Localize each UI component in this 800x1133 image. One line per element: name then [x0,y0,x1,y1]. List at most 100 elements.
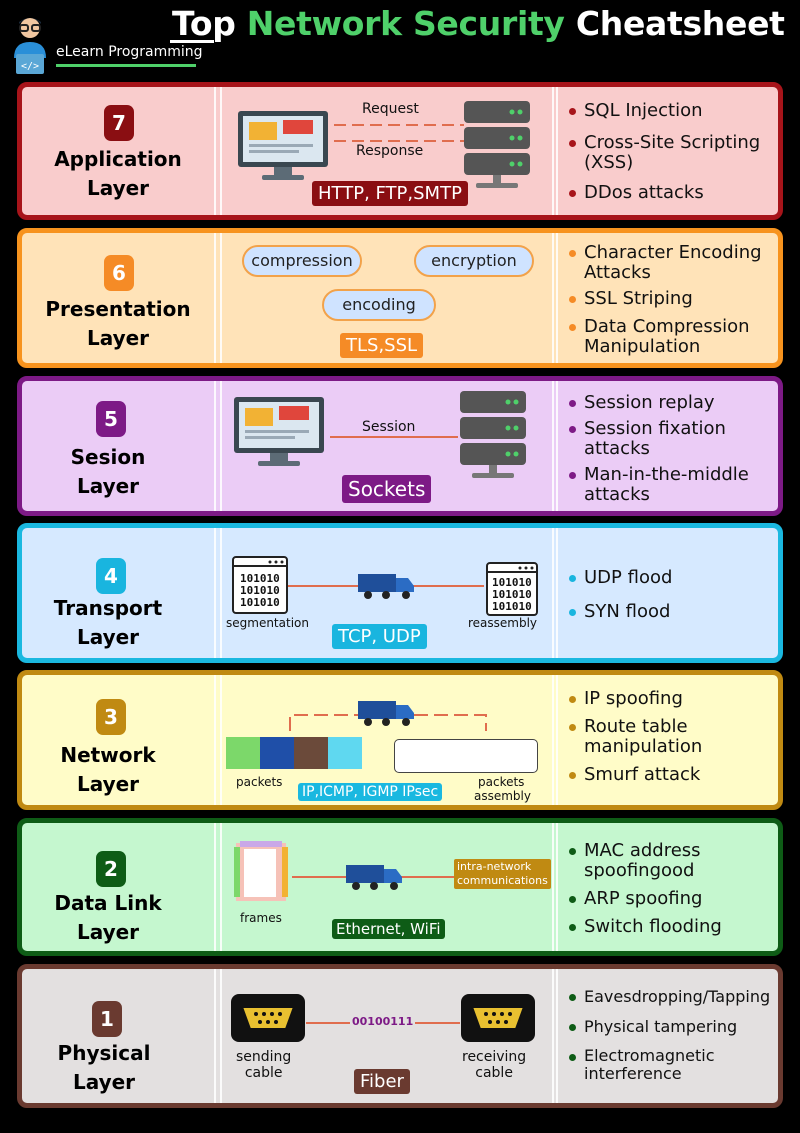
truck-icon [358,574,414,599]
risk-item: ARP spoofing [568,889,774,909]
reassembly-bits: 101010 [492,576,532,589]
layer-4-diagram: 101010 101010 101010 101010 101010 10101… [220,528,554,658]
layer-4-number-badge: 4 [96,558,126,594]
risk-item: Switch flooding [568,917,774,937]
layer-2-risks: MAC address spoofingood ARP spoofing Swi… [556,823,778,951]
monitor-icon [234,397,324,466]
truck-icon [346,865,402,890]
risk-item: IP spoofing [568,689,774,709]
segment-bits: 101010 [240,596,280,609]
response-line [334,140,464,142]
risk-item: Smurf attack [568,765,774,785]
layer-2-protocols: Ethernet, WiFi [332,919,445,939]
risk-item: Session fixation attacks [568,419,774,459]
request-line [334,124,464,126]
layer-1-risks: Eavesdropping/Tapping Physical tampering… [556,969,778,1103]
layer-6-risks: Character Encoding Attacks SSL Striping … [556,233,778,363]
server-icon [464,101,530,188]
layer-2-number-badge: 2 [96,851,126,887]
risk-item: SSL Striping [568,289,774,309]
serial-port-icon [461,994,535,1042]
layer-3-protocols: IP,ICMP, IGMP IPsec [298,783,443,801]
encryption-pill: encryption [414,245,534,277]
assembly-packets-label: packets [478,775,525,789]
session-line [330,436,458,438]
svg-text:</>: </> [21,61,39,72]
layer-3-number-badge: 3 [96,699,126,735]
layer-4-risks: UDP flood SYN flood [556,528,778,658]
reassembly-bits: 101010 [492,600,532,613]
layer-7-risks: SQL Injection Cross-Site Scripting (XSS)… [556,87,778,215]
layer-3-diagram: packets packets assembly IP,ICMP, IGMP I… [220,675,554,805]
layer-7-number-badge: 7 [104,105,134,141]
layer-6-diagram: compression encryption encoding TLS,SSL [220,233,554,363]
server-icon [460,391,526,478]
packets-label: packets [236,775,283,789]
risk-item: Data Compression Manipulation [568,317,774,357]
response-label: Response [356,143,424,159]
frames-label: frames [240,911,282,925]
serial-port-icon [231,994,305,1042]
reassembly-window-icon [486,562,538,616]
layer-7-protocols: HTTP, FTP,SMTP [312,181,468,206]
risk-item: Route table manipulation [568,717,774,757]
reassembly-label: reassembly [468,616,538,630]
brand-underline-green [56,64,196,67]
brand-name: eLearn Programming [56,44,203,60]
layer-5-number-badge: 5 [96,401,126,437]
risk-item: Cross-Site Scripting (XSS) [568,133,774,173]
assembly-label: assembly [474,789,531,803]
monitor-icon [238,111,328,180]
risk-item: Man-in-the-middle attacks [568,465,774,505]
compression-pill: compression [242,245,362,277]
segmentation-window-icon [232,556,288,614]
bit-stream-label: 00100111 [350,1015,416,1028]
layer-6-protocols: TLS,SSL [340,333,424,358]
page-title: Top Network Security Cheatsheet [172,4,785,43]
segment-bits: 101010 [240,584,280,597]
risk-item: MAC address spoofingood [568,841,774,881]
layer-4-protocols: TCP, UDP [332,624,427,649]
coder-avatar-icon: </> [14,18,46,74]
packets-assembly-box [394,739,538,773]
layer-6-number-badge: 6 [104,255,134,291]
layer-7-diagram: Request Response HTTP, FTP,SMTP [220,87,554,215]
risk-item: Eavesdropping/Tapping [568,987,774,1007]
layer-3-risks: IP spoofing Route table manipulation Smu… [556,675,778,805]
brand-underline [170,40,214,43]
layer-1-number-badge: 1 [92,1001,122,1037]
risk-item: UDP flood [568,568,774,588]
reassembly-bits: 101010 [492,588,532,601]
session-label: Session [362,419,416,435]
frames-icon [234,841,288,901]
layer-5-risks: Session replay Session fixation attacks … [556,381,778,511]
encoding-pill: encoding [322,289,436,321]
layer-1-protocols: Fiber [354,1069,410,1094]
risk-item: Physical tampering [568,1017,774,1037]
segmentation-label: segmentation [226,616,309,630]
risk-item: DDos attacks [568,183,774,203]
risk-item: SYN flood [568,602,774,622]
layer-5-diagram: Session Sockets [220,381,554,511]
